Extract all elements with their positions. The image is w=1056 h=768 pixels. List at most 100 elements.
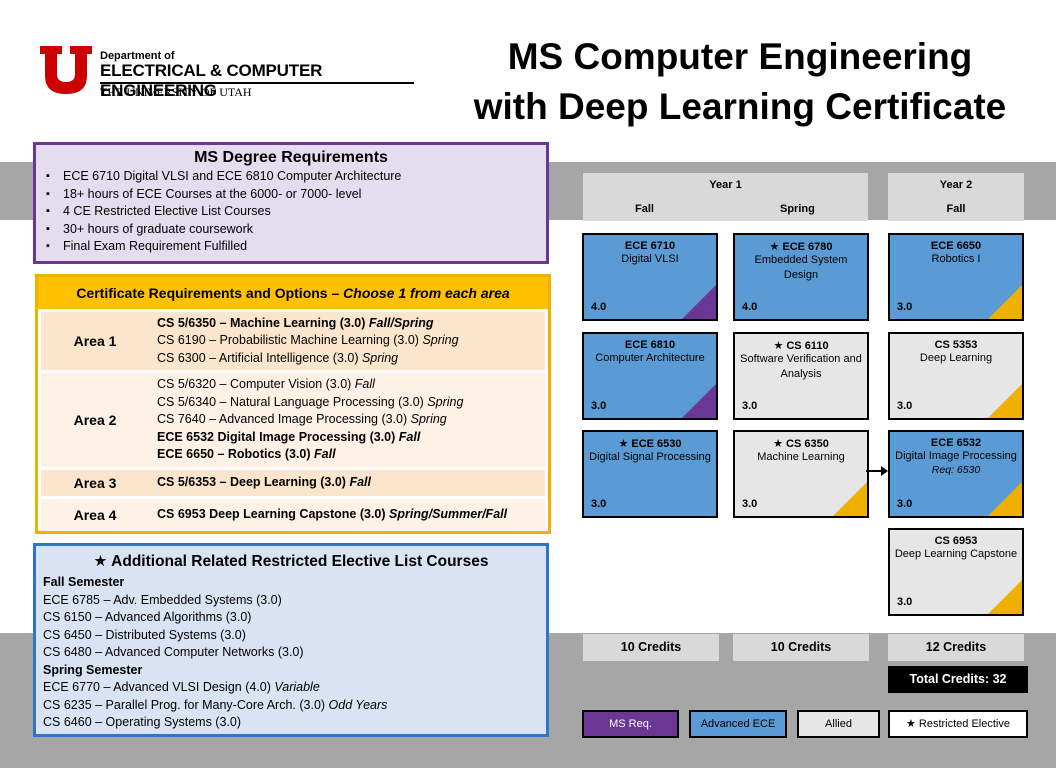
ms-requirement-item: Final Exam Requirement Fulfilled xyxy=(46,238,536,256)
certificate-heading-prefix: Certificate Requirements and Options – xyxy=(76,285,344,301)
course-card: ★ ECE 6530 Digital Signal Processing 3.0 xyxy=(582,430,718,518)
total-credits: Total Credits: 32 xyxy=(888,666,1028,693)
year-1-label: Year 1 xyxy=(709,179,742,191)
course-option: CS 5/6340 – Natural Language Processing … xyxy=(157,394,464,409)
ms-requirements-box: MS Degree Requirements ECE 6710 Digital … xyxy=(33,142,549,264)
year-2-fall-credits: 12 Credits xyxy=(888,634,1024,661)
course-name: Digital Image Processing xyxy=(895,450,1017,462)
course-name: Embedded System Design xyxy=(754,254,848,281)
title-line-1: MS Computer Engineering xyxy=(507,36,973,77)
course-code: ★ CS 6350 xyxy=(773,438,829,450)
year-1-fall-credits: 10 Credits xyxy=(583,634,719,661)
elective-course: ECE 6785 – Adv. Embedded Systems (3.0) xyxy=(43,592,282,607)
page-title: MS Computer Engineering with Deep Learni… xyxy=(420,32,1056,132)
year-1-spring-label: Spring xyxy=(780,203,815,215)
course-code: CS 5353 xyxy=(934,339,978,351)
additional-electives-heading: ★ Additional Related Restricted Elective… xyxy=(93,553,489,570)
elective-course: CS 6450 – Distributed Systems (3.0) xyxy=(43,627,246,642)
course-card: ★ CS 6350 Machine Learning 3.0 xyxy=(733,430,869,518)
certificate-heading-emphasis: Choose 1 from each area xyxy=(343,285,510,301)
course-option: CS 5/6353 – Deep Learning (3.0) Fall xyxy=(157,475,371,490)
area-courses: CS 5/6350 – Machine Learning (3.0) Fall/… xyxy=(157,312,545,370)
course-credits: 3.0 xyxy=(897,596,913,608)
elective-course: CS 6150 – Advanced Algorithms (3.0) xyxy=(43,610,252,624)
area-courses: CS 6953 Deep Learning Capstone (3.0) Spr… xyxy=(157,499,545,531)
legend-restricted-elective: ★ Restricted Elective xyxy=(888,710,1028,738)
legend-advanced-ece: Advanced ECE xyxy=(689,710,787,738)
course-name: Machine Learning xyxy=(757,451,845,463)
course-card: ★ ECE 6780 Embedded System Design 4.0 xyxy=(733,233,869,321)
block-u-icon xyxy=(40,46,92,94)
certificate-corner-marker xyxy=(988,482,1022,516)
course-card: ECE 6532 Digital Image Processing Req: 6… xyxy=(888,430,1024,518)
certificate-box: Certificate Requirements and Options – C… xyxy=(35,274,551,534)
course-credits: 3.0 xyxy=(897,400,913,412)
ms-req-corner-marker xyxy=(682,384,716,418)
course-option: CS 6190 – Probabilistic Machine Learning… xyxy=(157,333,459,348)
course-option: CS 5/6350 – Machine Learning (3.0) Fall/… xyxy=(157,315,434,330)
ms-requirement-item: 4 CE Restricted Elective List Courses xyxy=(46,203,536,221)
ms-requirement-item: ECE 6710 Digital VLSI and ECE 6810 Compu… xyxy=(46,168,536,186)
certificate-corner-marker xyxy=(988,285,1022,319)
certificate-area-row: Area 1 CS 5/6350 – Machine Learning (3.0… xyxy=(41,312,545,370)
certificate-area-row: Area 2 CS 5/6320 – Computer Vision (3.0)… xyxy=(41,373,545,467)
logo-department-name: ELECTRICAL & COMPUTER ENGINEERING xyxy=(100,61,323,100)
legend-ms-req: MS Req. xyxy=(582,710,679,738)
course-name: Digital Signal Processing xyxy=(589,451,711,463)
title-line-2: with Deep Learning Certificate xyxy=(473,86,1007,127)
course-card: CS 6953 Deep Learning Capstone 3.0 xyxy=(888,528,1024,616)
year-1-fall-label: Fall xyxy=(635,203,654,215)
elective-course: ECE 6770 – Advanced VLSI Design (4.0) Va… xyxy=(43,680,320,694)
course-code: ★ CS 6110 xyxy=(773,340,829,352)
area-label: Area 3 xyxy=(73,475,117,491)
course-option: CS 6953 Deep Learning Capstone (3.0) Spr… xyxy=(157,507,508,522)
ms-requirements-list: ECE 6710 Digital VLSI and ECE 6810 Compu… xyxy=(46,168,536,256)
course-credits: 4.0 xyxy=(591,301,607,313)
logo-department: Department of xyxy=(100,50,175,62)
course-option: CS 7640 – Advanced Image Processing (3.0… xyxy=(157,412,447,427)
year-1-header: Year 1 Fall Spring xyxy=(583,173,868,221)
course-credits: 3.0 xyxy=(897,301,913,313)
course-credits: 4.0 xyxy=(742,301,758,313)
course-code: ECE 6710 xyxy=(624,240,676,252)
ms-requirement-item: 30+ hours of graduate coursework xyxy=(46,221,536,239)
course-name: Robotics I xyxy=(931,253,981,265)
area-courses: CS 5/6320 – Computer Vision (3.0) Fall C… xyxy=(157,373,545,467)
course-credits: 3.0 xyxy=(897,498,913,510)
course-option: ECE 6532 Digital Image Processing (3.0) … xyxy=(157,429,421,444)
course-code: ECE 6810 xyxy=(624,339,676,351)
course-code: ECE 6650 xyxy=(930,240,982,252)
course-name: Deep Learning Capstone xyxy=(894,548,1018,560)
logo-divider xyxy=(100,82,414,84)
certificate-corner-marker xyxy=(988,384,1022,418)
area-label: Area 4 xyxy=(73,507,117,523)
course-option: ECE 6650 – Robotics (3.0) Fall xyxy=(157,447,336,462)
year-1-spring-credits: 10 Credits xyxy=(733,634,869,661)
elective-course: CS 6460 – Operating Systems (3.0) xyxy=(43,715,242,729)
certificate-area-row: Area 3 CS 5/6353 – Deep Learning (3.0) F… xyxy=(41,470,545,496)
course-card: ★ CS 6110 Software Verification and Anal… xyxy=(733,332,869,420)
course-code: ★ ECE 6530 xyxy=(618,438,682,450)
course-name: Software Verification and Analysis xyxy=(740,353,862,380)
year-2-fall-label: Fall xyxy=(946,203,966,215)
course-prerequisite: Req: 6530 xyxy=(931,464,981,476)
elective-course: CS 6480 – Advanced Computer Networks (3.… xyxy=(43,645,304,659)
course-name: Digital VLSI xyxy=(621,253,679,265)
ms-req-corner-marker xyxy=(682,285,716,319)
certificate-area-row: Area 4 CS 6953 Deep Learning Capstone (3… xyxy=(41,499,545,531)
course-code: ECE 6532 xyxy=(930,437,982,449)
course-card: CS 5353 Deep Learning 3.0 xyxy=(888,332,1024,420)
course-code: ★ ECE 6780 xyxy=(769,241,833,253)
ms-requirements-heading: MS Degree Requirements xyxy=(194,149,388,166)
course-credits: 3.0 xyxy=(742,400,758,412)
fall-semester-label: Fall Semester xyxy=(43,575,125,589)
ms-requirement-item: 18+ hours of ECE Courses at the 6000- or… xyxy=(46,186,536,204)
prerequisite-arrow xyxy=(866,466,888,476)
year-2-label: Year 2 xyxy=(939,179,973,191)
certificate-corner-marker xyxy=(988,580,1022,614)
spring-semester-label: Spring Semester xyxy=(43,662,143,677)
course-credits: 3.0 xyxy=(591,400,607,412)
course-card: ECE 6810 Computer Architecture 3.0 xyxy=(582,332,718,420)
elective-course: CS 6235 – Parallel Prog. for Many-Core A… xyxy=(43,697,388,712)
course-name: Computer Architecture xyxy=(595,352,705,364)
